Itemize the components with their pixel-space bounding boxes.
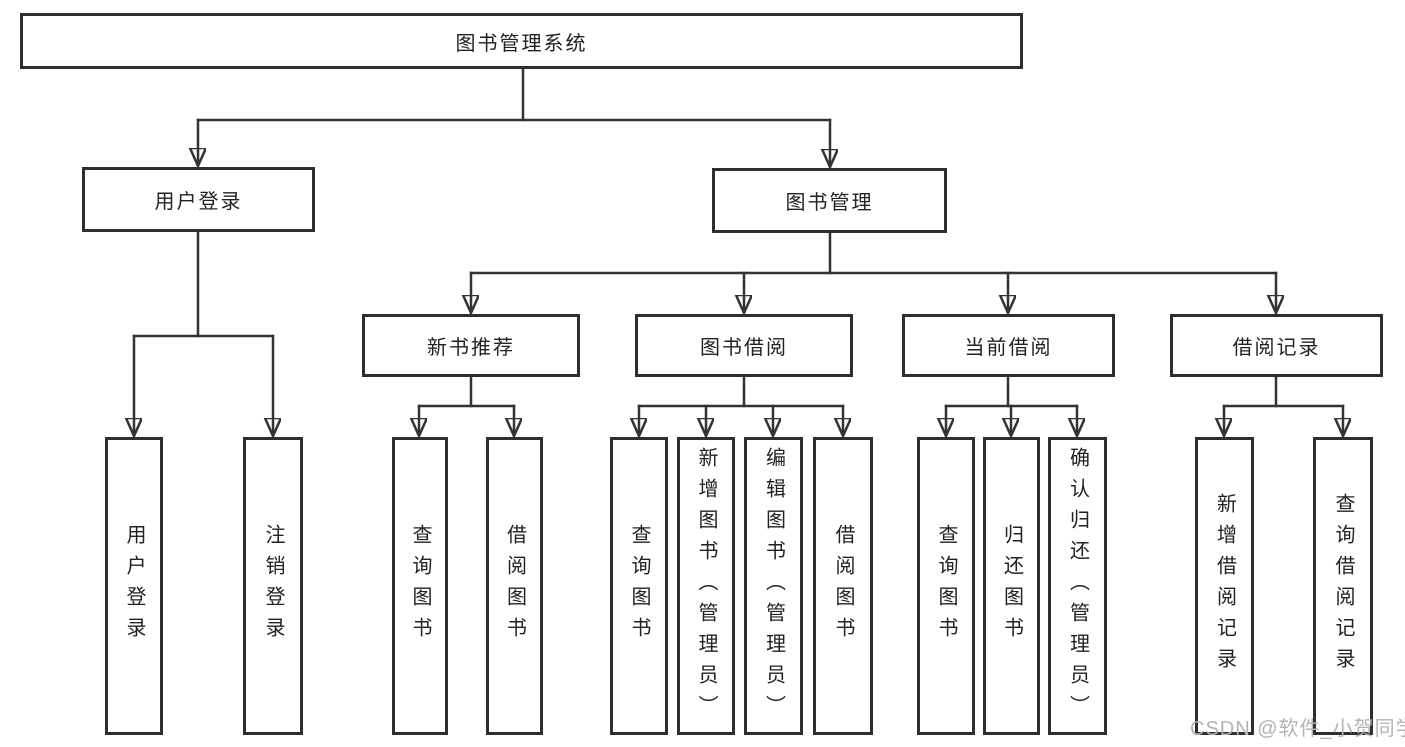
node-label: 确认归还（管理员） bbox=[1066, 446, 1089, 726]
node-label: 查询图书 bbox=[409, 524, 431, 648]
node-label: 用户登录 bbox=[154, 191, 243, 213]
node-label: 图书管理 bbox=[785, 192, 874, 214]
node-edit-book-admin: 编辑图书（管理员） bbox=[744, 437, 803, 735]
node-query-books-borrowing: 查询图书 bbox=[610, 437, 668, 735]
watermark: CSDN @软件_小贺同学 bbox=[1190, 718, 1405, 740]
node-label: 编辑图书（管理员） bbox=[762, 446, 785, 726]
node-borrow-books-recommend: 借阅图书 bbox=[486, 437, 543, 735]
node-label: 查询借阅记录 bbox=[1332, 493, 1354, 679]
node-borrow-books-leaf: 借阅图书 bbox=[813, 437, 873, 735]
node-label: 归还图书 bbox=[1000, 524, 1023, 648]
node-label: 借阅图书 bbox=[832, 524, 854, 648]
node-query-books-current: 查询图书 bbox=[917, 437, 975, 735]
node-label: 借阅记录 bbox=[1232, 337, 1321, 359]
node-user-login-leaf: 用户登录 bbox=[105, 437, 163, 735]
node-user-login: 用户登录 bbox=[82, 167, 315, 232]
node-book-management: 图书管理 bbox=[712, 168, 947, 233]
node-label: 图书借阅 bbox=[700, 337, 788, 359]
node-label: 图书管理系统 bbox=[455, 32, 588, 55]
node-label: 新增图书（管理员） bbox=[695, 446, 717, 726]
node-label: 注销登录 bbox=[262, 524, 284, 648]
node-current-borrowing: 当前借阅 bbox=[902, 314, 1115, 377]
node-label: 新书推荐 bbox=[427, 337, 515, 359]
node-return-books: 归还图书 bbox=[983, 437, 1040, 735]
node-new-book-recommendation: 新书推荐 bbox=[362, 314, 580, 377]
node-label: 用户登录 bbox=[123, 524, 145, 648]
node-label: 当前借阅 bbox=[964, 337, 1053, 359]
node-label: 新增借阅记录 bbox=[1213, 493, 1236, 679]
node-label: 借阅图书 bbox=[503, 524, 526, 648]
node-library-management-system: 图书管理系统 bbox=[20, 13, 1023, 69]
node-borrowing-records: 借阅记录 bbox=[1170, 314, 1383, 377]
node-add-borrow-record: 新增借阅记录 bbox=[1195, 437, 1254, 735]
node-query-books-recommend: 查询图书 bbox=[392, 437, 448, 735]
node-add-book-admin: 新增图书（管理员） bbox=[677, 437, 735, 735]
node-query-borrow-record: 查询借阅记录 bbox=[1313, 437, 1373, 735]
node-logout: 注销登录 bbox=[243, 437, 303, 735]
node-confirm-return-admin: 确认归还（管理员） bbox=[1048, 437, 1107, 735]
node-book-borrowing: 图书借阅 bbox=[635, 314, 853, 377]
node-label: 查询图书 bbox=[935, 524, 957, 648]
node-label: 查询图书 bbox=[628, 524, 650, 648]
